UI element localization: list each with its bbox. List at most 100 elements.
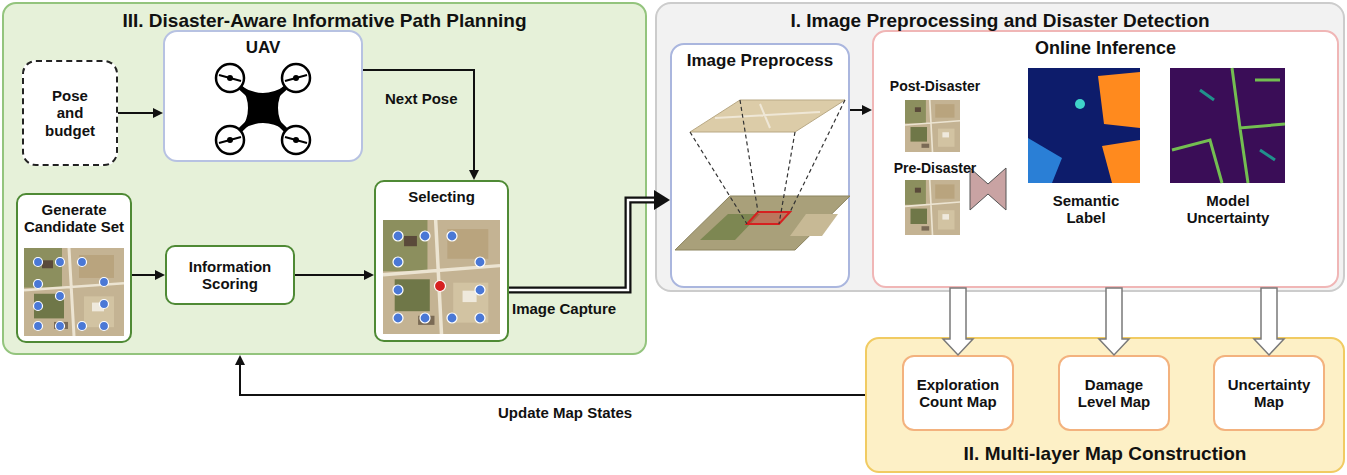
selecting-map-image [383,220,500,334]
edge-label: Image Capture [512,300,627,317]
semantic-label-image [1098,72,1140,128]
projection-illustration [690,100,845,132]
drone-icon [293,137,299,143]
input-box: Pose and budget [22,60,118,166]
panel-title: II. Multi-layer Map Construction [871,443,1339,465]
projection-illustration [675,196,850,250]
uncertainty-image [1170,68,1285,183]
candidate-map-image [34,302,43,311]
map-layer-box: Damage Level Map [1058,355,1170,431]
selecting-map-image [393,231,403,241]
box-label: Exploration Count Map [908,376,1008,411]
connector [132,270,165,280]
text-slot: Online Inference [874,38,1337,59]
selecting-map-image [435,281,446,292]
pre-disaster-image [905,180,960,235]
connector-line [240,364,865,395]
box-label: Image Preprocess [676,51,844,71]
connector-line [363,70,474,171]
arrowhead [153,108,163,118]
selecting-map-image [420,313,430,323]
edge-label: Update Map States [498,404,668,421]
process-box: Image Preprocess [670,43,850,288]
box-label: Online Inference [874,38,1337,59]
drone-icon [219,75,307,143]
candidate-map-image [56,258,65,267]
image-caption: Pre-Disaster [880,160,990,176]
text-slot: Pre-Disaster [880,160,990,176]
semantic-label-image [1028,68,1140,183]
connector [118,108,163,118]
semantic-label-image [1102,140,1140,183]
projection-illustration [790,214,838,236]
pre-disaster-image [905,180,960,235]
candidate-map-image [34,258,43,267]
hollow-arrow [1099,288,1129,355]
connector [363,70,479,180]
drone-icon [216,64,244,92]
text-slot: Semantic Label [1034,192,1138,227]
arrowhead [155,270,165,280]
candidate-map-image [78,322,87,331]
double-line-outer [509,200,655,290]
candidate-map-image [24,248,124,336]
box-label: UAV [169,38,357,58]
box-label: Damage Level Map [1064,376,1164,411]
text-slot: Exploration Count Map [908,376,1008,411]
drone-icon [227,75,233,81]
text-slot: Uncertainty Map [1219,376,1319,411]
selecting-map-image [475,257,485,267]
connector [509,190,670,290]
map-layer-box: Exploration Count Map [902,355,1014,431]
candidate-map-image [100,278,109,287]
text-slot: Information Scoring [171,258,289,293]
candidate-map-image [100,300,109,309]
candidate-map-image [34,322,43,331]
connector [850,105,872,115]
text-slot: Pose and budget [38,87,102,139]
drone-icon [216,64,310,154]
selecting-map-image [393,285,403,295]
box-label: Information Scoring [171,258,289,293]
image-caption: Semantic Label [1034,192,1138,227]
selecting-map-image [393,257,403,267]
post-disaster-image [905,100,960,152]
uncertainty-image [1170,68,1285,183]
candidate-map-image [34,280,43,289]
candidate-map-image [56,322,65,331]
network-symbol [970,168,1006,210]
text-slot: Update Map States [498,404,668,421]
box-label: Pose and budget [38,87,102,139]
uncertainty-image [1200,90,1275,160]
text-slot: Image Capture [512,300,627,317]
selecting-map-image [420,231,430,241]
drone-icon [293,75,299,81]
selecting-map-image [393,313,403,323]
text-slot: Generate Candidate Set [22,201,126,236]
selecting-map-image [447,313,457,323]
selecting-map-image [475,285,485,295]
selecting-map-image [383,220,500,334]
drone-icon [216,126,244,154]
panel-title: III. Disaster-Aware Informative Path Pla… [8,10,641,32]
connector [295,270,374,280]
text-slot: I. Image Preprocessing and Disaster Dete… [661,10,1339,32]
text-slot: Post-Disaster [880,78,990,94]
projection-illustration [700,214,760,240]
connector [943,288,973,355]
candidate-map-image [56,292,65,301]
selecting-map-image [475,313,485,323]
semantic-label-image [1028,68,1140,183]
arrowhead [862,105,872,115]
drone-icon [241,86,285,130]
connector-line [295,274,365,276]
module-panel: II. Multi-layer Map Construction Explorat… [865,337,1345,473]
connector-line [132,274,156,276]
semantic-label-image [1028,138,1062,183]
drone-icon [282,126,310,154]
candidate-map-image [78,258,87,267]
text-slot: Image Preprocess [676,51,844,71]
arrowhead [654,190,670,210]
edge-label: Next Pose [385,90,480,107]
